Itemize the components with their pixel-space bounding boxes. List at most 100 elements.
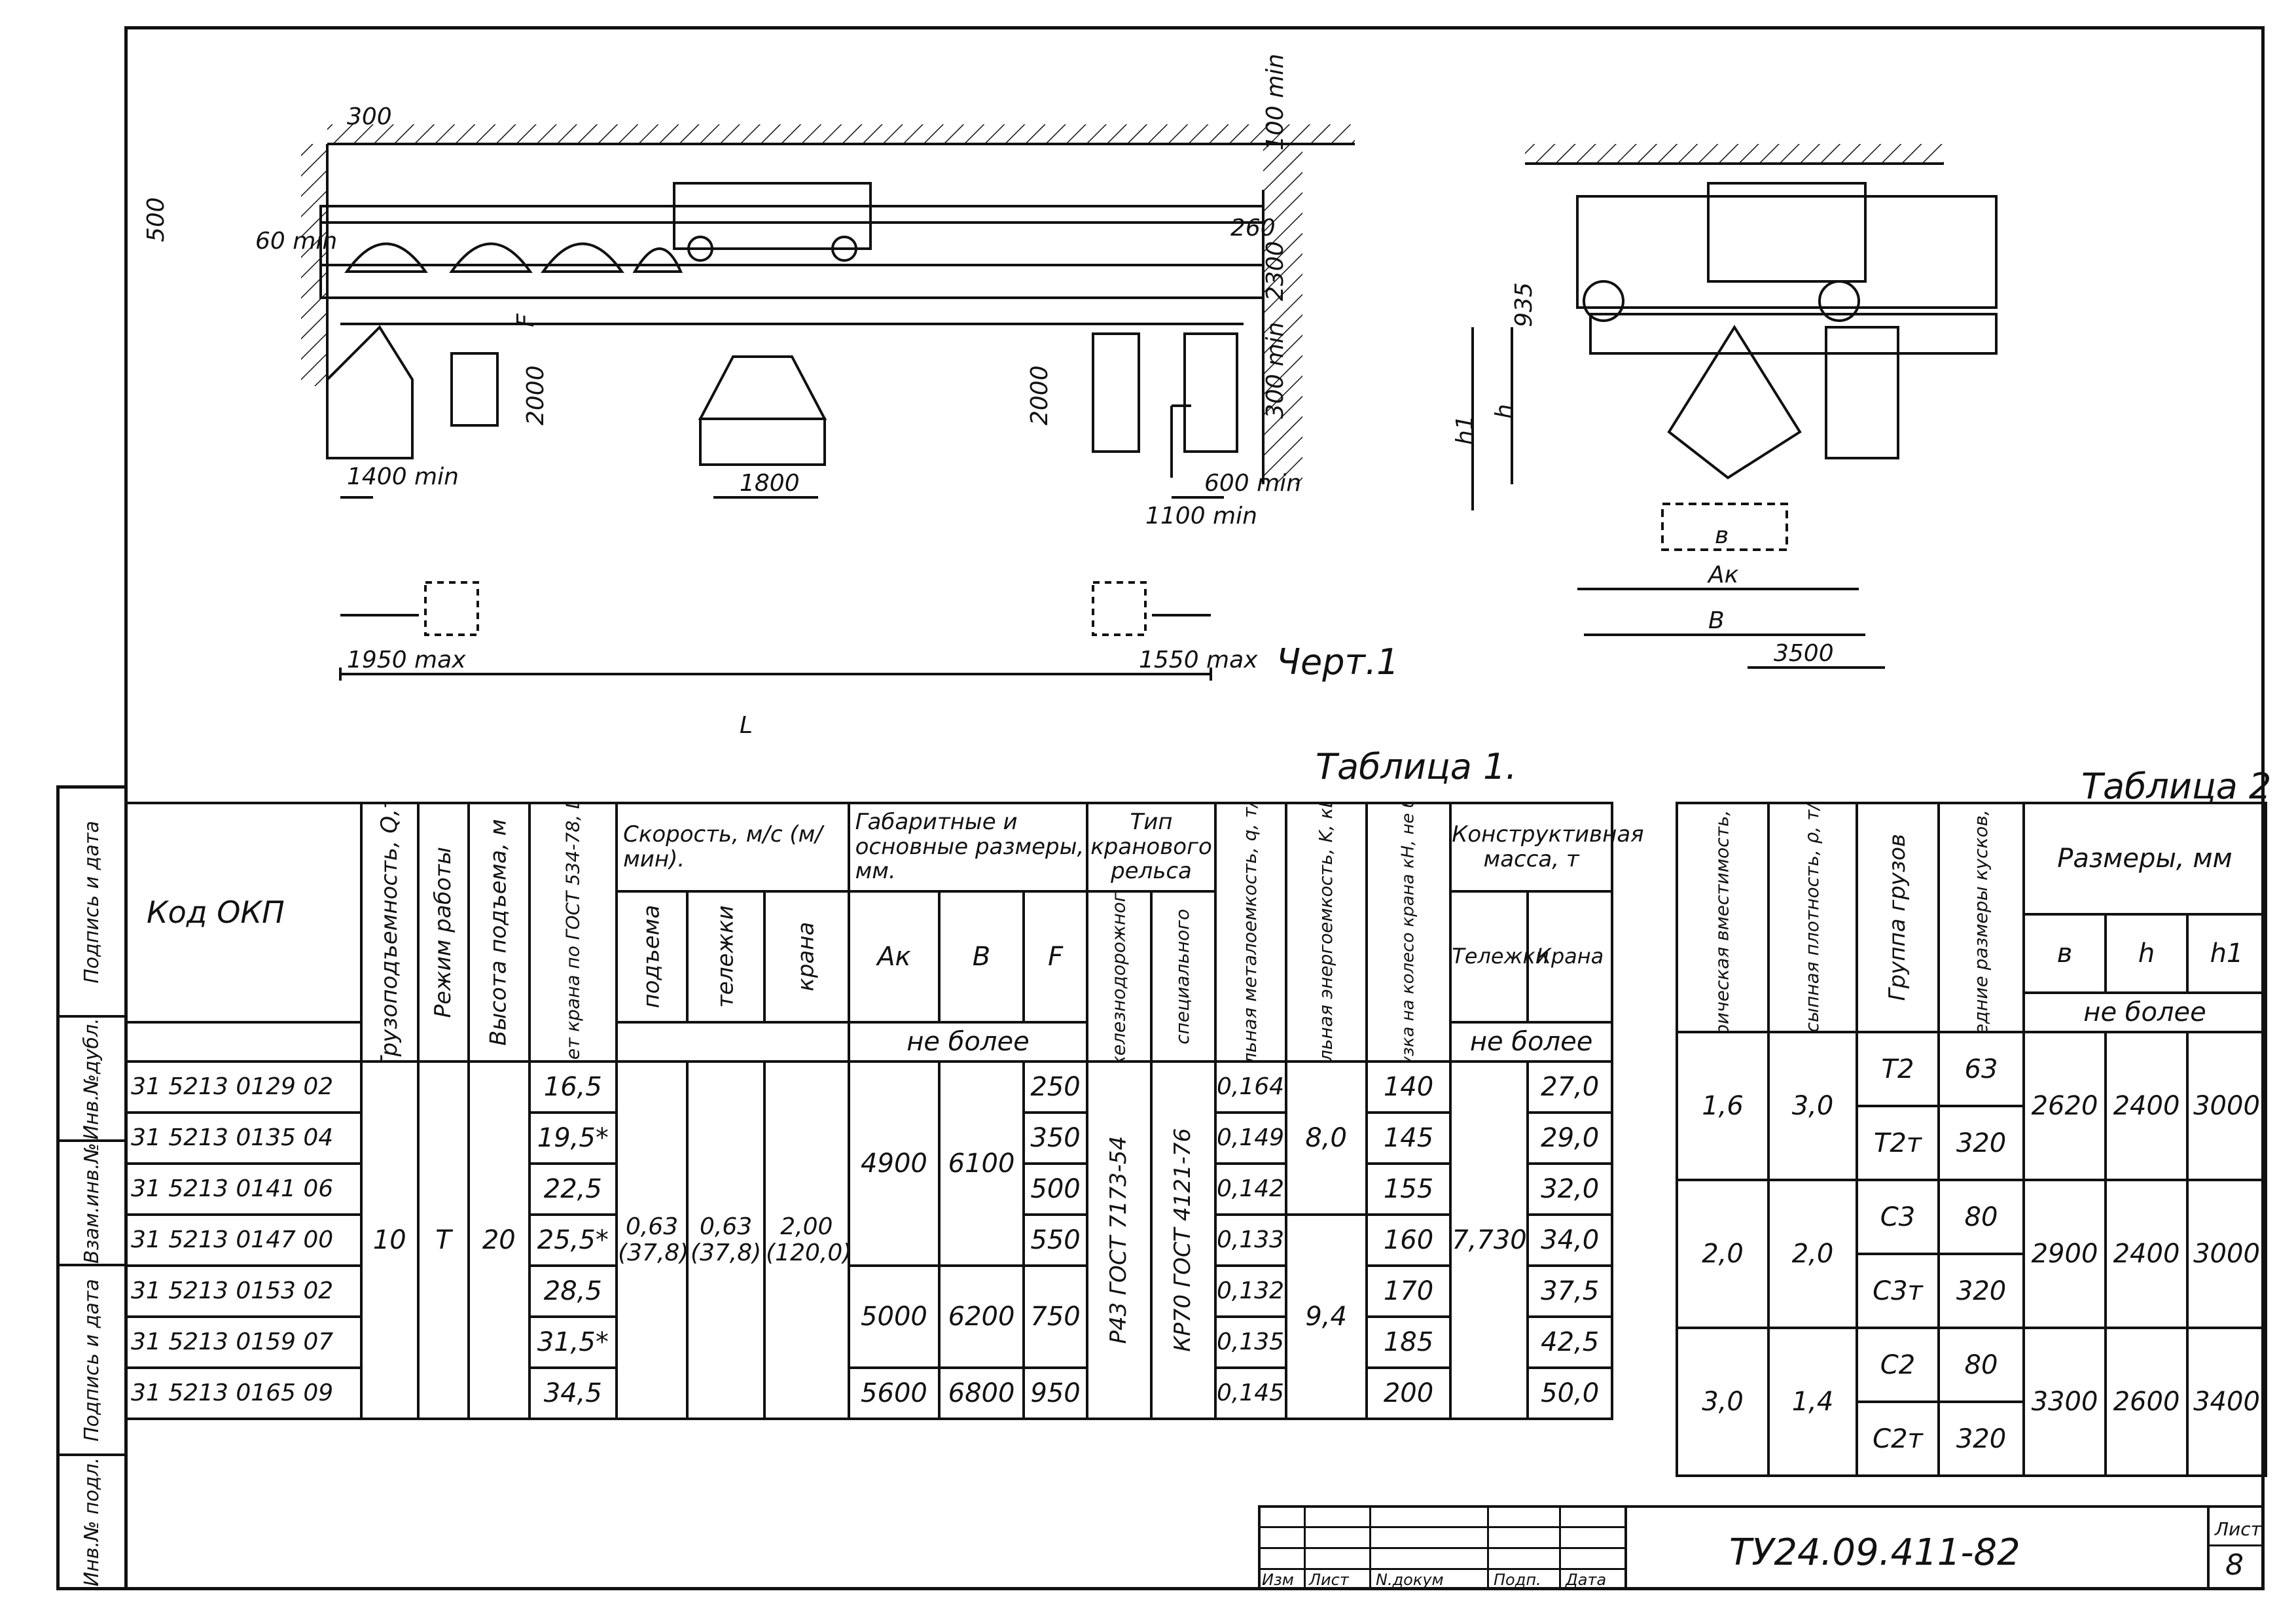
header-speed-trolley: тележки [685,890,766,1024]
cell-metal: 0,142 [1213,1162,1287,1216]
cell-code: 31 5213 0129 02 [124,1060,363,1114]
table-1: Код ОКП Грузоподъемность, Q,т Режим рабо… [124,802,1644,1420]
table-2: Геометрическая вместимость, V30, м3 Насы… [1676,802,2267,1477]
header-mode-text: Режим работы [429,846,456,1018]
strip-label: Подпись и дата [81,1278,103,1442]
strip-cell: Подпись и дата [60,1266,124,1456]
header-ak: Ак [847,890,941,1024]
cell-load: 145 [1365,1111,1452,1165]
cell-speed-lift: 0,63 (37,8) [615,1060,689,1420]
cell-metal: 0,149 [1213,1111,1287,1165]
cell-b-2: 6200 [938,1264,1025,1369]
t2-cell-h: 2600 [2104,1327,2189,1477]
cell-code: 31 5213 0135 04 [124,1111,363,1165]
t2-cell-density: 3,0 [1767,1031,1858,1181]
t2-header-size-text: Средние размеры кусков, мм [1969,804,1992,1031]
cell-load: 155 [1365,1162,1452,1216]
dim-label: 600 min [1204,470,1301,497]
t2-header-h: h [2104,913,2189,994]
dim-label: 2300 [1262,241,1289,301]
t2-cell-size: 63 [1937,1031,2025,1107]
cell-metal: 0,145 [1213,1366,1287,1420]
cell-span: 25,5* [528,1213,619,1267]
dim-label: 500 [143,197,170,242]
header-mass-trolley: Тележки [1449,890,1549,1024]
t2-header-dims: Размеры, мм [2022,802,2267,916]
dim-label: 100 min [1262,54,1289,151]
cell-rail-sp: КР70 ГОСТ 4121-76 [1150,1060,1217,1420]
cell-energy-1: 8,0 [1284,1060,1368,1216]
header-rail: Тип кранового рельса [1086,802,1217,893]
t2-cell-density: 2,0 [1767,1179,1858,1329]
t2-cell-h: 2400 [2104,1031,2189,1181]
strip-label: Подпись и дата [81,820,103,984]
cell-span: 16,5 [528,1060,619,1114]
header-capacity-text: Грузоподъемность, Q,т [376,804,403,1060]
cell-speed-trolley: 0,63 (37,8) [685,1060,766,1420]
t2-header-group-text: Группа грузов [1884,834,1910,1001]
dim-label: в [1715,522,1729,549]
strip-cell: Взам.инв.№ [60,1142,124,1266]
t2-cell-size: 320 [1937,1253,2025,1329]
cell-load: 200 [1365,1366,1452,1420]
table-row: С3т 320 [1677,1253,2266,1329]
tb-label-change: Изм [1262,1571,1294,1589]
t2-cell-volume: 1,6 [1676,1031,1770,1181]
table-row: С2т 320 [1677,1400,2266,1477]
t2-cell-size: 80 [1937,1327,2025,1403]
title-block: Изм Лист N.докум Подп. Дата ТУ24.09.411-… [1258,1505,2265,1590]
dim-label: 260 [1230,215,1276,241]
table-row: 3,0 1,4 С2 80 3300 2600 3400 [1676,1327,2267,1477]
t2-cell-h1: 3000 [2186,1179,2267,1329]
strip-cell: Подпись и дата [60,789,124,1018]
t2-cell-size: 320 [1937,1400,2025,1477]
dim-label: 300 [347,103,392,130]
dim-label: 935 [1511,282,1537,327]
dim-label: 3500 [1774,640,1834,667]
cell-load: 140 [1365,1060,1452,1114]
t2-cell-b: 2900 [2022,1179,2107,1329]
header-span-text: Пролет крана по ГОСТ 534-78, L к, м [561,804,583,1060]
t2-cell-b: 3300 [2022,1327,2107,1477]
cell-energy-2: 9,4 [1284,1213,1368,1420]
t2-cell-h: 2400 [2104,1179,2189,1329]
dim-label: F [512,313,539,327]
cell-span: 28,5 [528,1264,619,1318]
header-metal-text: Удельная металоемкость, q, т/т.м. [1239,804,1261,1060]
cell-metal: 0,164 [1213,1060,1287,1114]
t2-cell-group: Т2т [1856,1105,1940,1181]
t2-cell-volume: 2,0 [1676,1179,1770,1329]
side-dims: 935 h1 h в Ак B 3500 [1452,282,1834,667]
cell-f: 500 [1022,1162,1089,1216]
t2-header-h1: h1 [2186,913,2267,994]
header-mass: Конструктивная масса, т [1449,802,1644,893]
strip-label: Инв.№ подл. [81,1457,103,1586]
header-speed: Скорость, м/с (м/мин). [615,802,850,893]
t2-header-volume-text: Геометрическая вместимость, V30, м3 [1711,804,1733,1031]
dim-label: L [740,712,753,739]
table-row: 31 5213 0159 07 31,5* 0,135 185 42,5 [124,1315,1613,1369]
tb-label-sheet: Лист [1309,1571,1349,1589]
drawing-caption: Черт.1 [1276,641,1399,683]
t2-cell-group: С3 [1856,1179,1940,1255]
header-b: В [938,890,1025,1024]
header-rail-sp-text: специального [1172,908,1194,1044]
strip-cell: Инв.№ подл. [60,1456,124,1587]
header-speed-crane-text: крана [793,921,819,992]
dim-label: 2000 [522,365,549,425]
cell-span: 34,5 [528,1366,619,1420]
cell-code: 31 5213 0165 09 [124,1366,363,1420]
cell-load: 160 [1365,1213,1452,1267]
header-energy: Удельная энергоемкость, K, кВт/т [1284,802,1368,1063]
dim-label: 1400 min [347,463,459,490]
t2-header-density: Насыпная плотность, ρ, т/м3 [1767,802,1858,1033]
t2-cell-density: 1,4 [1767,1327,1858,1477]
cell-f: 750 [1022,1264,1089,1369]
header-load: Нагрузка на колесо крана кН, не более [1365,802,1452,1063]
dim-label: 300 min [1262,322,1289,419]
cell-ak-1: 4900 [847,1060,941,1267]
header-speed-lift: подъема [615,890,689,1024]
cell-b-3: 6800 [938,1366,1025,1420]
header-load-text: Нагрузка на колесо крана кН, не более [1398,804,1418,1060]
table-row: 1,6 3,0 Т2 63 2620 2400 3000 [1676,1031,2267,1181]
